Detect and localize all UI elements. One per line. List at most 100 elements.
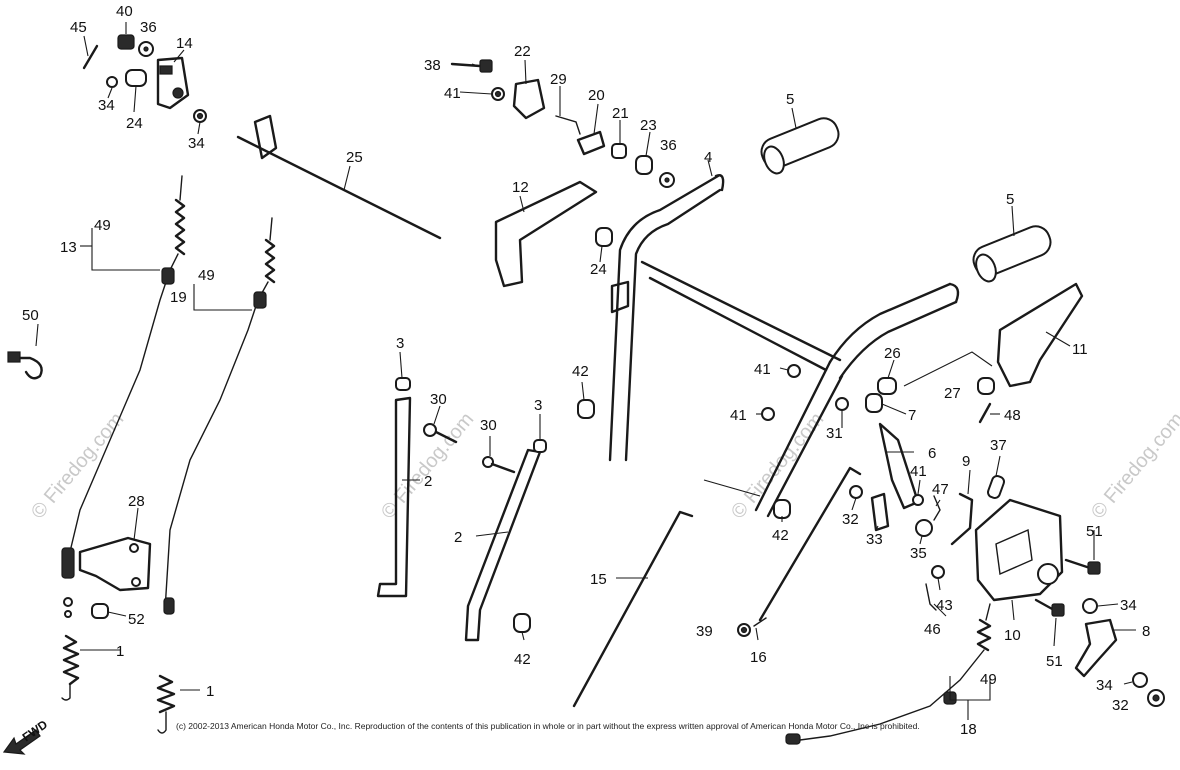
- copyright-notice: (c) 2002-2013 American Honda Motor Co., …: [176, 721, 920, 731]
- callout-5[interactable]: 5: [1006, 191, 1014, 208]
- callout-6[interactable]: 6: [928, 445, 936, 462]
- callout-2[interactable]: 2: [424, 473, 432, 490]
- part-14-bracket: [156, 56, 190, 110]
- callout-15[interactable]: 15: [590, 571, 607, 588]
- part-42-nut-right: [773, 499, 791, 519]
- callout-49[interactable]: 49: [198, 267, 215, 284]
- part-29-spring: [555, 115, 581, 135]
- callout-41[interactable]: 41: [910, 463, 927, 480]
- callout-13[interactable]: 13: [60, 239, 77, 256]
- part-48-bolt: [978, 402, 992, 424]
- callout-24[interactable]: 24: [590, 261, 607, 278]
- callout-23[interactable]: 23: [640, 117, 657, 134]
- callout-24[interactable]: 24: [126, 115, 143, 132]
- part-51-bolt-upper: [1064, 558, 1101, 575]
- callout-4[interactable]: 4: [704, 149, 712, 166]
- callout-47[interactable]: 47: [932, 481, 949, 498]
- part-1-spring-left: [61, 634, 80, 701]
- callout-22[interactable]: 22: [514, 43, 531, 60]
- callout-52[interactable]: 52: [128, 611, 145, 628]
- callout-29[interactable]: 29: [550, 71, 567, 88]
- part-6-lever: [878, 422, 920, 510]
- callout-34[interactable]: 34: [188, 135, 205, 152]
- part-4-handlebar: [608, 174, 960, 518]
- callout-48[interactable]: 48: [1004, 407, 1021, 424]
- callout-36[interactable]: 36: [140, 19, 157, 36]
- callout-3[interactable]: 3: [396, 335, 404, 352]
- callout-30[interactable]: 30: [480, 417, 497, 434]
- callout-11[interactable]: 11: [1072, 341, 1088, 358]
- callout-45[interactable]: 45: [70, 19, 87, 36]
- callout-40[interactable]: 40: [116, 3, 133, 20]
- part-51-bolt-lower: [1034, 598, 1065, 617]
- part-52-nut: [91, 603, 109, 619]
- callout-31[interactable]: 31: [826, 425, 843, 442]
- callout-38[interactable]: 38: [424, 57, 441, 74]
- callout-30[interactable]: 30: [430, 391, 447, 408]
- part-12-lever: [494, 180, 598, 288]
- callout-3[interactable]: 3: [534, 397, 542, 414]
- part-2-rod-left: [376, 396, 412, 598]
- part-30-bolt-lower: [482, 456, 516, 474]
- callout-25[interactable]: 25: [346, 149, 363, 166]
- callout-1[interactable]: 1: [206, 683, 214, 700]
- callout-41[interactable]: 41: [730, 407, 747, 424]
- callout-20[interactable]: 20: [588, 87, 605, 104]
- callout-37[interactable]: 37: [990, 437, 1007, 454]
- part-33-plate: [870, 492, 890, 532]
- part-41-nut-top: [491, 87, 505, 101]
- part-9-clip: [950, 492, 974, 546]
- callout-12[interactable]: 12: [512, 179, 529, 196]
- callout-50[interactable]: 50: [22, 307, 39, 324]
- part-45-pin: [82, 44, 99, 70]
- callout-numbers: 45 40 36 14 34 24 34 25 13 49 19 49 50 2…: [22, 3, 1150, 738]
- callout-18[interactable]: 18: [960, 721, 977, 738]
- callout-51[interactable]: 51: [1086, 523, 1103, 540]
- callout-14[interactable]: 14: [176, 35, 193, 52]
- callout-1[interactable]: 1: [116, 643, 124, 660]
- callout-51[interactable]: 51: [1046, 653, 1063, 670]
- part-13-cable: [67, 175, 186, 561]
- callout-21[interactable]: 21: [612, 105, 629, 122]
- callout-28[interactable]: 28: [128, 493, 145, 510]
- callout-27[interactable]: 27: [944, 385, 961, 402]
- callout-46[interactable]: 46: [924, 621, 941, 638]
- callout-10[interactable]: 10: [1004, 627, 1021, 644]
- callout-43[interactable]: 43: [936, 597, 953, 614]
- part-27-collar: [977, 377, 995, 395]
- part-2-rod-right: [464, 448, 542, 642]
- callout-34[interactable]: 34: [1096, 677, 1113, 694]
- callout-49[interactable]: 49: [94, 217, 111, 234]
- callout-36[interactable]: 36: [660, 137, 677, 154]
- callout-7[interactable]: 7: [908, 407, 916, 424]
- callout-41[interactable]: 41: [444, 85, 461, 102]
- part-3-cap-left: [395, 377, 411, 391]
- callout-42[interactable]: 42: [772, 527, 789, 544]
- callout-35[interactable]: 35: [910, 545, 927, 562]
- callout-26[interactable]: 26: [884, 345, 901, 362]
- callout-49[interactable]: 49: [980, 671, 997, 688]
- callout-39[interactable]: 39: [696, 623, 713, 640]
- callout-42[interactable]: 42: [514, 651, 531, 668]
- callout-34[interactable]: 34: [98, 97, 115, 114]
- part-3-cap-right: [533, 439, 547, 453]
- part-7-collar: [865, 393, 883, 413]
- callout-32[interactable]: 32: [1112, 697, 1129, 714]
- callout-19[interactable]: 19: [170, 289, 187, 306]
- callout-34[interactable]: 34: [1120, 597, 1137, 614]
- part-5-grip-upper: [760, 117, 840, 175]
- callout-42[interactable]: 42: [572, 363, 589, 380]
- part-43-nut: [931, 565, 945, 579]
- callout-5[interactable]: 5: [786, 91, 794, 108]
- part-21-collar: [611, 143, 627, 159]
- part-20-clamp: [576, 130, 606, 156]
- part-46-pin: [925, 583, 937, 611]
- part-18-cable: [785, 603, 992, 745]
- callout-2[interactable]: 2: [454, 529, 462, 546]
- callout-32[interactable]: 32: [842, 511, 859, 528]
- callout-8[interactable]: 8: [1142, 623, 1150, 640]
- callout-9[interactable]: 9: [962, 453, 970, 470]
- callout-16[interactable]: 16: [750, 649, 767, 666]
- callout-33[interactable]: 33: [866, 531, 883, 548]
- callout-41[interactable]: 41: [754, 361, 771, 378]
